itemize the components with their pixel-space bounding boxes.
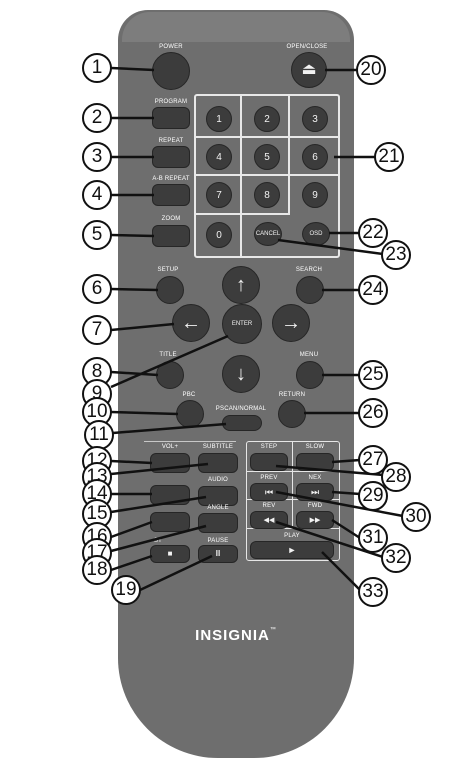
callout-5: 5 xyxy=(82,220,112,250)
leader-line xyxy=(113,424,226,433)
leader-line xyxy=(111,526,206,551)
callout-6: 6 xyxy=(82,274,112,304)
callout-29: 29 xyxy=(358,481,388,511)
leader-line xyxy=(111,289,158,290)
callout-7: 7 xyxy=(82,315,112,345)
leader-line xyxy=(111,497,206,512)
leader-line xyxy=(111,412,178,414)
leader-line xyxy=(111,372,158,375)
callout-25: 25 xyxy=(358,360,388,390)
leader-line xyxy=(111,461,152,463)
leader-line xyxy=(111,556,152,570)
leader-line xyxy=(332,492,360,494)
leader-line xyxy=(111,324,174,330)
leader-line xyxy=(111,522,152,537)
callout-21: 21 xyxy=(374,142,404,172)
callout-18: 18 xyxy=(82,555,112,585)
callout-24: 24 xyxy=(358,275,388,305)
callout-2: 2 xyxy=(82,103,112,133)
callout-1: 1 xyxy=(82,53,112,83)
leader-line xyxy=(322,552,360,590)
leader-line xyxy=(332,460,360,462)
callout-33: 33 xyxy=(358,577,388,607)
leader-line xyxy=(111,68,154,70)
callout-19: 19 xyxy=(111,575,141,605)
leader-line xyxy=(140,556,212,590)
callout-30: 30 xyxy=(401,502,431,532)
callout-20: 20 xyxy=(356,55,386,85)
leader-line xyxy=(332,520,360,538)
leader-line xyxy=(111,464,208,474)
callout-26: 26 xyxy=(358,398,388,428)
leader-line xyxy=(111,235,154,236)
callout-22: 22 xyxy=(358,218,388,248)
callout-3: 3 xyxy=(82,142,112,172)
callout-4: 4 xyxy=(82,180,112,210)
callout-23: 23 xyxy=(381,240,411,270)
callout-32: 32 xyxy=(381,543,411,573)
leader-line xyxy=(111,336,228,387)
